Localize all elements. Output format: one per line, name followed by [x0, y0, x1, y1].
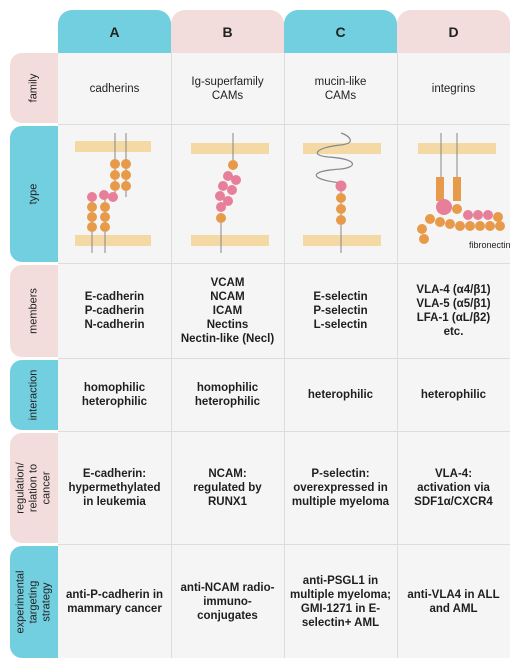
interaction-cell-d: heterophilic — [420, 389, 487, 401]
members-cell-a: E-cadherin P-cadherin N-cadherin — [84, 291, 145, 331]
grid-divider — [171, 53, 172, 658]
column-header-b-label: B — [222, 23, 233, 40]
grid-divider — [284, 53, 285, 658]
grid-divider — [58, 124, 510, 125]
strategy-cell-b: anti-NCAM radio- immuno- conjugates — [180, 581, 275, 622]
family-cell-a: cadherins — [89, 82, 140, 95]
strategy-cell-a: anti-P-cadherin in mammary cancer — [65, 588, 164, 615]
membrane-bottom — [75, 235, 151, 246]
membrane-top — [191, 143, 269, 154]
integrin-diagram: fibronectin — [417, 133, 510, 250]
grid-divider — [58, 431, 510, 432]
row-header-regulation-label: regulation/ relation to cancer — [14, 462, 53, 514]
row-header-members-label: members — [27, 288, 40, 334]
row-header-interaction: interaction — [10, 360, 58, 430]
type-illustrations: fibronectin — [75, 132, 510, 253]
grid-divider — [58, 263, 510, 264]
row-header-type-label: type — [27, 183, 40, 205]
row-header-members: members — [10, 265, 58, 357]
column-header-a-label: A — [109, 23, 120, 40]
row-header-family-label: family — [27, 73, 40, 103]
column-header-d: D — [397, 10, 510, 53]
fibronectin-label: fibronectin — [469, 240, 510, 250]
grid-divider — [397, 53, 398, 658]
grid-divider — [58, 358, 510, 359]
membrane-bottom — [303, 235, 381, 246]
family-cell-d: integrins — [431, 82, 476, 95]
membrane-bottom — [191, 235, 269, 246]
regulation-cell-b: NCAM: regulated by RUNX1 — [193, 468, 262, 508]
grid-divider — [58, 544, 510, 545]
regulation-cell-a: E-cadherin: hypermethylated in leukemia — [68, 468, 161, 508]
strategy-cell-c: anti-PSGL1 in multiple myeloma; GMI-1271… — [290, 574, 391, 629]
members-cell-b: VCAM NCAM ICAM Nectins Nectin-like (Necl… — [180, 277, 275, 345]
membrane-top — [75, 141, 151, 152]
interaction-cell-a: homophilic heterophilic — [81, 382, 148, 408]
interaction-cell-b: homophilic heterophilic — [194, 382, 261, 408]
interaction-cell-c: heterophilic — [307, 389, 374, 401]
cadherin-diagram — [75, 133, 151, 253]
membrane-top — [303, 143, 381, 154]
row-header-strategy: experimental targeting strategy — [10, 546, 58, 658]
row-header-family: family — [10, 53, 58, 123]
column-header-c: C — [284, 10, 397, 53]
members-cell-c: E-selectin P-selectin L-selectin — [313, 291, 368, 331]
row-header-interaction-label: interaction — [27, 369, 40, 421]
regulation-cell-d: VLA-4: activation via SDF1α/CXCR4 — [414, 468, 493, 508]
column-header-d-label: D — [448, 23, 459, 40]
column-header-b: B — [171, 10, 284, 53]
row-header-type: type — [10, 126, 58, 262]
row-header-regulation: regulation/ relation to cancer — [10, 433, 58, 543]
members-cell-d: VLA-4 (α4/β1) VLA-5 (α5/β1) LFA-1 (αL/β2… — [416, 284, 491, 338]
column-header-c-label: C — [335, 23, 346, 40]
ig-superfamily-diagram — [191, 133, 269, 253]
family-cell-b: Ig-superfamily CAMs — [191, 75, 264, 102]
row-header-strategy-label: experimental targeting strategy — [14, 570, 53, 634]
mucin-like-diagram — [303, 132, 381, 253]
column-header-a: A — [58, 10, 171, 53]
family-cell-c: mucin-like CAMs — [314, 75, 367, 102]
regulation-cell-c: P-selectin: overexpressed in multiple my… — [291, 468, 390, 508]
strategy-cell-d: anti-VLA4 in ALL and AML — [407, 588, 500, 615]
